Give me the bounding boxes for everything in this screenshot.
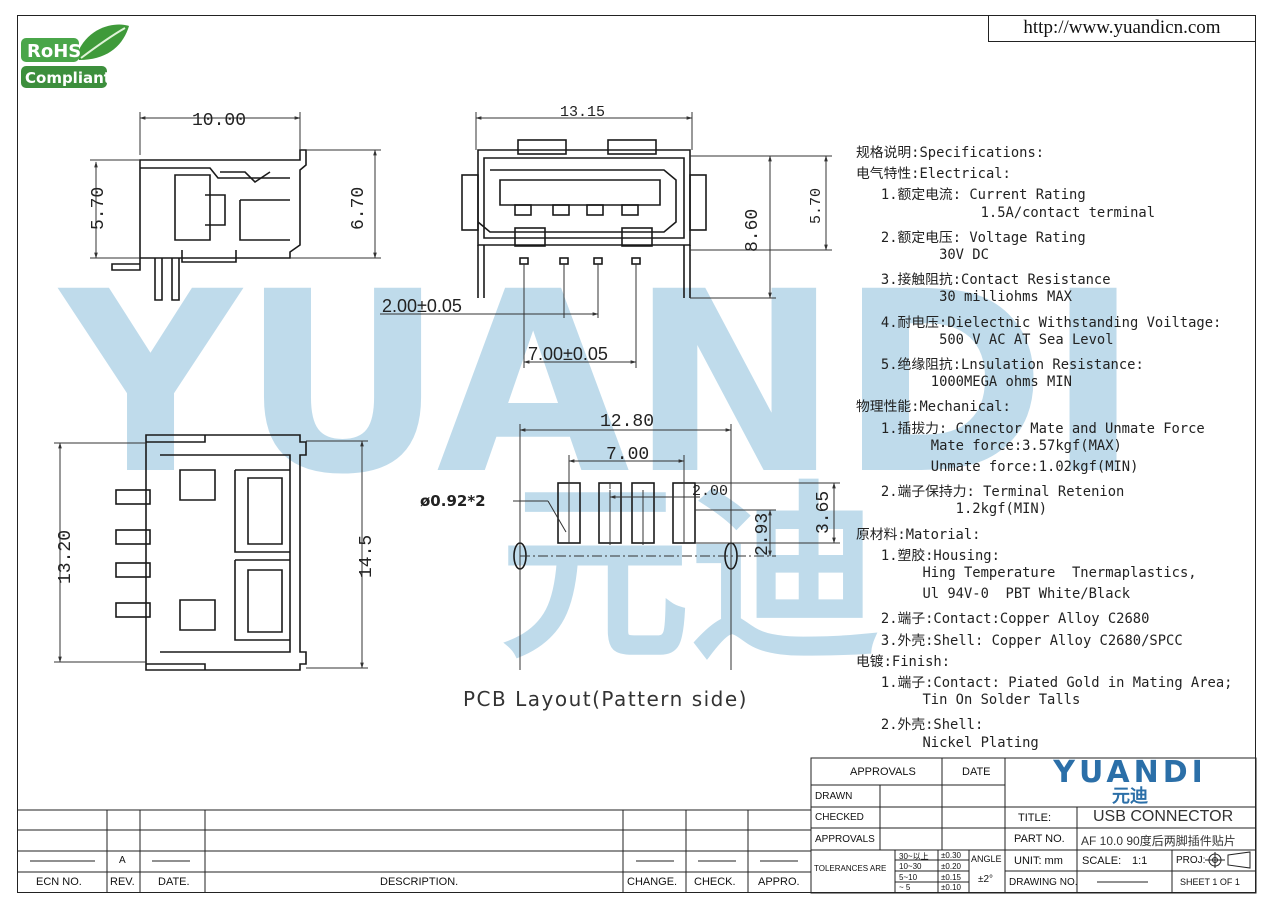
scale-label: SCALE:	[1082, 855, 1122, 867]
spec-line: 5.绝缘阻抗:Lnsulation Resistance:	[856, 357, 1144, 373]
description-header: DESCRIPTION.	[380, 876, 459, 888]
spec-line: Nickel Plating	[856, 734, 1039, 751]
spec-line: Hing Temperature Tnermaplastics,	[856, 565, 1197, 581]
dim-pcb-pitch: 2.00	[692, 483, 728, 500]
tolerance-value: ±0.30	[941, 851, 961, 860]
tolerance-range: 30~以上	[899, 852, 929, 861]
spec-line: 3.接触阻抗:Contact Resistance	[856, 272, 1111, 289]
title-label: TITLE:	[1018, 812, 1052, 824]
dim-pcb-h2: 2.93	[753, 513, 773, 556]
spec-line: 4.耐电压:Dielectnic Withstanding Voiltage:	[856, 314, 1222, 331]
date-col-header: DATE.	[158, 876, 190, 888]
tolerance-range: ~ 5	[899, 883, 911, 893]
spec-line: Ul 94V-0 PBT White/Black	[856, 586, 1131, 603]
spec-line: 1.插拔力: Cnnector Mate and Unmate Force	[856, 420, 1205, 437]
dim-front-h1: 8.60	[743, 209, 763, 252]
rev-header: REV.	[110, 876, 135, 888]
tolerance-value: ±0.15	[941, 872, 961, 882]
front-view	[461, 139, 707, 298]
part-no-value: AF 10.0 90度后两脚插件贴片	[1081, 834, 1236, 848]
spec-line: Tin On Solder Talls	[856, 692, 1081, 709]
rohs-line1: RoHS	[27, 41, 81, 62]
spec-line: Mate force:3.57kgf(MAX)	[856, 437, 1122, 454]
spec-line: 规格说明:Specifications:	[856, 145, 1045, 161]
dim-side-h2: 6.70	[349, 187, 369, 230]
checked-label: CHECKED	[815, 812, 864, 823]
ecn-header: ECN NO.	[36, 876, 82, 888]
title-block-grid	[17, 757, 1257, 894]
dim-pcb-h1: 3.65	[814, 491, 834, 534]
spec-line: 物理性能:Mechanical:	[856, 399, 1011, 416]
tolerance-value: ±0.10	[941, 883, 961, 893]
approvals-header: APPROVALS	[850, 766, 916, 778]
tolerance-range: 10~30	[899, 861, 922, 871]
watermark: YUANDI 元迪	[57, 238, 1140, 685]
spec-line: 电镀:Finish:	[856, 653, 951, 670]
spec-line: 1.塑胶:Housing:	[856, 547, 1000, 564]
dim-side-width: 10.00	[192, 111, 246, 131]
spec-line: 500 V AC AT Sea Levol	[856, 331, 1114, 348]
dim-pcb-w1: 12.80	[600, 412, 654, 432]
appro-header: APPRO.	[758, 876, 800, 888]
spec-line: 2.额定电压: Voltage Rating	[856, 229, 1086, 246]
rev-value: A	[119, 855, 126, 866]
website-url[interactable]: http://www.yuandicn.com	[988, 15, 1256, 42]
approvals-label: APPROVALS	[815, 834, 875, 845]
top-view	[115, 434, 307, 671]
spec-line: 1.额定电流: Current Rating	[856, 187, 1086, 204]
unit-label: UNIT: mm	[1014, 855, 1063, 867]
check-header: CHECK.	[694, 876, 736, 888]
spec-line: 2.端子:Contact:Copper Alloy C2680	[856, 611, 1150, 628]
tolerance-value: ±0.20	[941, 861, 961, 871]
spec-line: 1.端子:Contact: Piated Gold in Mating Area…	[856, 675, 1233, 691]
spec-line: 原材料:Matorial:	[856, 526, 981, 543]
side-view	[111, 149, 307, 301]
drawn-label: DRAWN	[815, 791, 853, 802]
spec-line: 1000MEGA ohms MIN	[856, 374, 1072, 391]
dim-pcb-w2: 7.00	[606, 445, 649, 465]
pcb-caption: PCB Layout(Pattern side)	[463, 687, 748, 711]
spec-line: 电气特性:Electrical:	[856, 166, 1011, 183]
dim-hole: ø0.92*2	[420, 492, 486, 510]
dim-top-h2: 14.5	[357, 535, 377, 578]
spec-line: 2.端子保持力: Terminal Retenion	[856, 484, 1125, 501]
spec-line: 30 milliohms MAX	[856, 289, 1072, 306]
tolerances-label: TOLERANCES ARE	[814, 864, 887, 873]
proj-label: PROJ:	[1176, 855, 1206, 866]
change-header: CHANGE.	[627, 876, 678, 888]
rohs-line2: Compliant	[25, 69, 111, 87]
dim-span: 7.00±0.05	[528, 344, 608, 364]
angle-label: ANGLE	[971, 854, 1002, 864]
dim-front-width: 13.15	[560, 104, 605, 121]
spec-line: 1.5A/contact terminal	[856, 204, 1156, 221]
title-value: USB CONNECTOR	[1093, 808, 1234, 825]
part-no-label: PART NO.	[1014, 833, 1065, 845]
drawing-no-label: DRAWING NO.	[1009, 877, 1078, 888]
dim-pitch: 2.00±0.05	[382, 296, 462, 316]
drawing-frame	[17, 15, 1256, 893]
company-logo: YUANDI 元迪	[1053, 755, 1207, 807]
spec-line: 3.外壳:Shell: Copper Alloy C2680/SPCC	[856, 632, 1183, 649]
rohs-badge: RoHS Compliant	[19, 20, 131, 90]
watermark-chinese: 元迪	[500, 464, 880, 685]
sheet-label: SHEET 1 OF 1	[1180, 877, 1240, 887]
date-header: DATE	[962, 766, 991, 778]
spec-line: Unmate force:1.02kgf(MIN)	[856, 459, 1139, 475]
spec-line: 30V DC	[856, 247, 989, 263]
dim-side-h1: 5.70	[89, 187, 109, 230]
angle-value: ±2°	[978, 874, 994, 885]
spec-line: 2.外壳:Shell:	[856, 717, 984, 734]
dim-front-h2: 5.70	[808, 188, 825, 224]
dim-top-h1: 13.20	[56, 530, 76, 584]
spec-line: 1.2kgf(MIN)	[856, 501, 1048, 518]
tolerance-range: 5~10	[899, 872, 918, 882]
scale-value: 1:1	[1132, 855, 1148, 867]
